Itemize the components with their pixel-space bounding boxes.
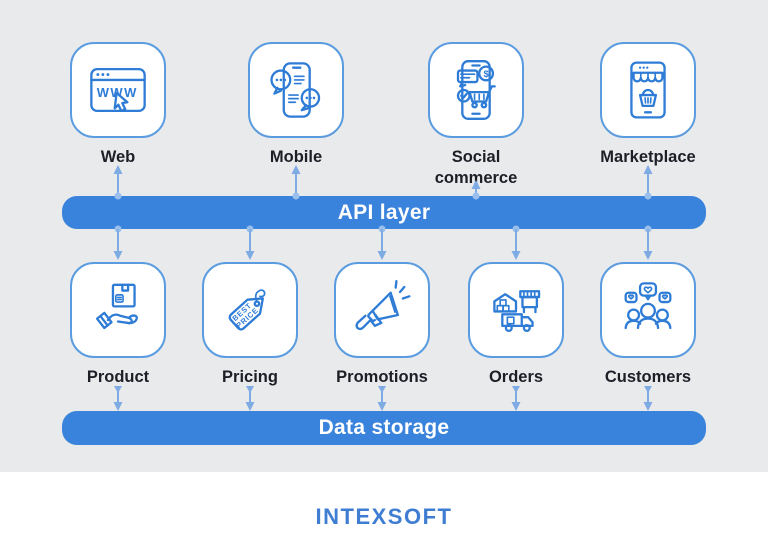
- channel-label-web: Web: [100, 148, 136, 166]
- channel-label-mobile: Mobile: [269, 148, 323, 166]
- channel-web: WWW Web: [53, 42, 183, 168]
- web-icon: WWW: [90, 67, 146, 113]
- social-commerce-icon: $: [456, 60, 496, 120]
- service-customers: Customers: [583, 262, 713, 388]
- customers-icon: [624, 282, 672, 330]
- customers-iconbox: [600, 262, 696, 358]
- web-iconbox: WWW: [70, 42, 166, 138]
- product-iconbox: [70, 262, 166, 358]
- channel-social-commerce: $ Social commerce: [411, 42, 541, 188]
- data-storage-bar: Data storage: [62, 411, 706, 445]
- data-storage-label: Data storage: [318, 416, 450, 439]
- service-product: Product: [53, 262, 183, 388]
- pricing-iconbox: BEST PRICE: [202, 262, 298, 358]
- mobile-iconbox: [248, 42, 344, 138]
- pricing-icon: BEST PRICE: [228, 289, 266, 331]
- service-label-promotions: Promotions: [336, 368, 428, 386]
- channel-label-marketplace: Marketplace: [600, 148, 696, 166]
- dollar-sign: $: [483, 69, 489, 79]
- channel-label-social-commerce: Social commerce: [434, 148, 518, 187]
- marketplace-icon: [630, 61, 666, 119]
- channel-mobile: Mobile: [231, 42, 361, 168]
- channel-marketplace: Marketplace: [583, 42, 713, 168]
- marketplace-iconbox: [600, 42, 696, 138]
- service-pricing: BEST PRICE Pricing: [185, 262, 315, 388]
- service-orders: Orders: [451, 262, 581, 388]
- product-icon: [95, 283, 138, 330]
- orders-iconbox: [468, 262, 564, 358]
- promotions-icon: [355, 280, 411, 331]
- api-layer-bar: API layer: [62, 196, 706, 229]
- api-layer-label: API layer: [337, 200, 431, 224]
- mobile-icon: [270, 62, 321, 118]
- service-promotions: Promotions: [317, 262, 447, 388]
- service-label-pricing: Pricing: [222, 368, 278, 386]
- social-commerce-iconbox: $: [428, 42, 524, 138]
- intexsoft-logo: INTEXSOFT: [315, 504, 453, 529]
- service-label-product: Product: [86, 368, 150, 386]
- promotions-iconbox: [334, 262, 430, 358]
- service-label-customers: Customers: [604, 368, 692, 386]
- service-label-orders: Orders: [488, 368, 544, 386]
- orders-icon: [493, 290, 541, 333]
